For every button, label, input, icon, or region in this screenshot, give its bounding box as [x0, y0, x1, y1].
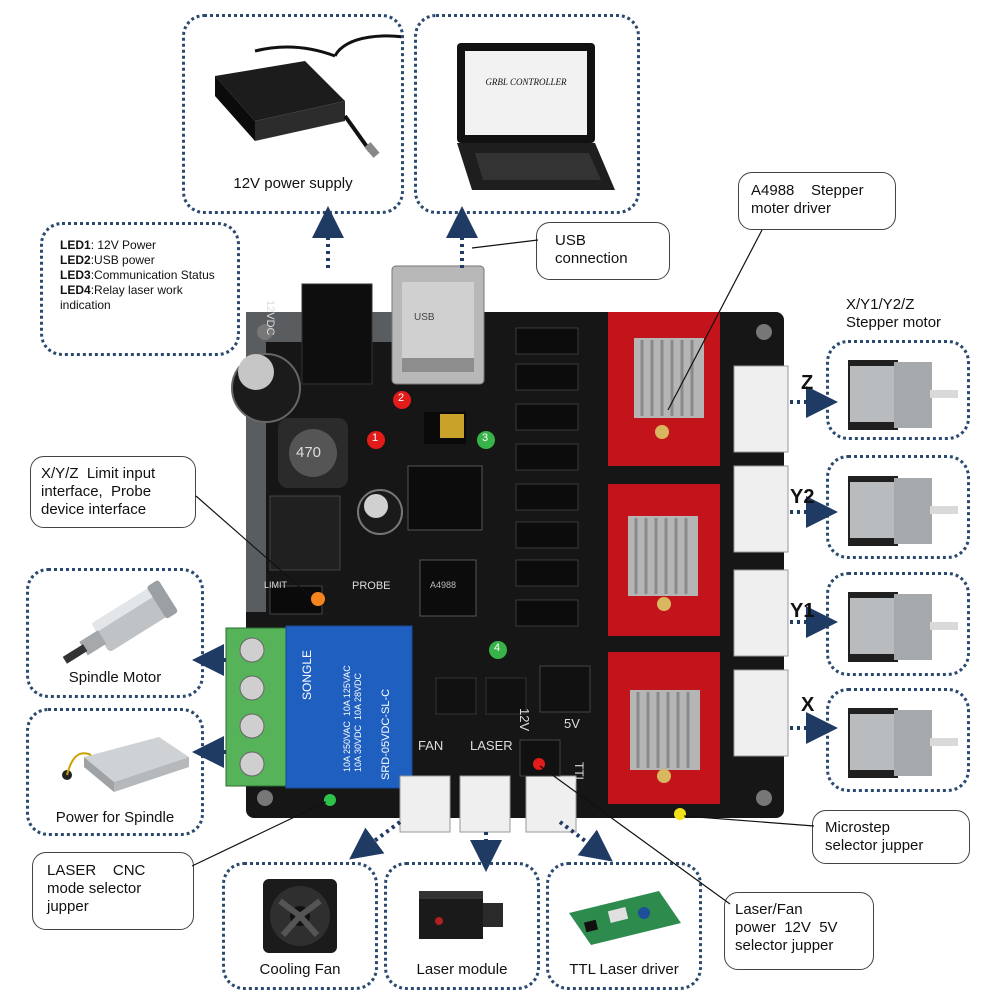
led-item: LED1: 12V Power	[60, 238, 157, 252]
laser-cnc-callout-box: LASER CNC mode selector jupper	[32, 852, 194, 930]
power-supply-box: 12V power supply	[182, 14, 404, 214]
limit-label: LIMIT	[264, 580, 288, 590]
usb-callout-box: USB connection	[536, 222, 670, 280]
v5-label: 5V	[564, 716, 580, 731]
axis-label-y1: Y1	[790, 600, 815, 622]
axis-label-x: X	[801, 694, 815, 716]
computer-box: GRBL CONTROLLER	[414, 14, 640, 214]
power-spindle-label: Power for Spindle	[55, 809, 175, 826]
psu-image	[62, 737, 189, 792]
led-item: LED3:Communication Status	[60, 268, 215, 282]
usb-callout-label: USB connection	[555, 232, 628, 267]
volt-label: 12VDC	[264, 300, 276, 336]
relay-rating: 10A 250VAC 10A 125VAC 10A 30VDC 10A 28VD…	[342, 665, 363, 772]
limit-callout-box: X/Y/Z Limit input interface, Probe devic…	[30, 456, 196, 528]
led-item: LED2:USB power	[60, 253, 155, 267]
a4988-callout-label: A4988 Stepper moter driver	[751, 182, 864, 217]
laptop-image	[457, 43, 615, 190]
spindle-motor-label: Spindle Motor	[68, 669, 162, 686]
laptop-screen-text: GRBL CONTROLLER	[485, 77, 567, 87]
power-spindle-box: Power for Spindle	[26, 708, 204, 836]
led-marker-label-3: 3	[482, 432, 489, 444]
laser-fan-callout-label: Laser/Fan power 12V 5V selector jupper	[735, 901, 838, 954]
laser-port-label: LASER	[470, 738, 513, 753]
spindle-motor-image	[62, 580, 178, 664]
a4988-driver-x	[608, 652, 720, 804]
laser-module-image	[419, 891, 503, 939]
led-marker-label-2: 2	[398, 392, 405, 404]
probe-label: PROBE	[352, 580, 391, 592]
a4988-callout-box: A4988 Stepper moter driver	[738, 172, 896, 230]
power-adapter-image	[215, 34, 401, 158]
laser-module-box: Laser module	[384, 862, 540, 990]
chip-label: A4988	[430, 580, 457, 590]
led-list: LED1: 12V Power LED2:USB power LED3:Comm…	[60, 238, 235, 313]
axis-label-y2: Y2	[790, 486, 815, 508]
a4988-driver-y2	[608, 484, 720, 636]
v12-label: 12V	[517, 708, 532, 732]
led-marker-1	[367, 431, 385, 449]
spindle-motor-box: Spindle Motor	[26, 568, 204, 698]
ttl-label: TTL	[572, 762, 586, 784]
ttl-driver-label: TTL Laser driver	[569, 961, 679, 978]
led-marker-4	[489, 641, 507, 659]
limit-callout-label: X/Y/Z Limit input interface, Probe devic…	[41, 465, 156, 518]
inductor-label: 470	[296, 444, 322, 461]
power-supply-label: 12V power supply	[233, 175, 353, 192]
led-marker-label-4: 4	[494, 642, 501, 654]
relay-brand: SONGLE	[300, 649, 314, 700]
cooling-fan-label: Cooling Fan	[259, 961, 341, 978]
usb-port-label: USB	[414, 312, 435, 323]
led-marker-3	[477, 431, 495, 449]
led-marker-2	[393, 391, 411, 409]
a4988-driver-z	[608, 312, 720, 466]
microstep-callout-label: Microstep selector jupper	[825, 819, 924, 854]
ttl-driver-image	[569, 891, 681, 945]
laser-fan-callout-box: Laser/Fan power 12V 5V selector jupper	[724, 892, 874, 970]
relay-model: SRD-05VDC-SL-C	[380, 688, 392, 780]
axis-label-z: Z	[801, 372, 814, 394]
led-info-box	[40, 222, 240, 356]
laser-cnc-callout-label: LASER CNC mode selector jupper	[47, 862, 146, 915]
led-marker-label-1: 1	[372, 432, 379, 444]
laser-module-label: Laser module	[416, 961, 508, 978]
fan-image	[263, 879, 337, 953]
microstep-callout-box: Microstep selector jupper	[812, 810, 970, 864]
stepper-motor-title: X/Y1/Y2/Z Stepper motor	[846, 296, 942, 331]
fan-port-label: FAN	[418, 738, 444, 753]
led-item: LED4:Relay laser work indication	[60, 283, 183, 312]
